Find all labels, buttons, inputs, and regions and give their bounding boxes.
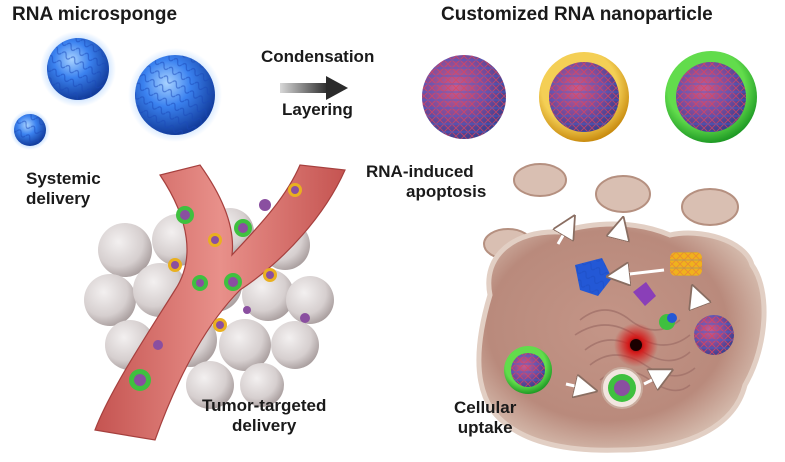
nanoparticle-green-layer xyxy=(665,51,757,143)
label-tumor-line1: Tumor-targeted xyxy=(202,396,327,415)
label-rna-induced-apoptosis: RNA-induced apoptosis xyxy=(366,162,486,201)
label-tumor-targeted-delivery: Tumor-targeted delivery xyxy=(202,396,326,435)
blood-vessel xyxy=(94,164,346,441)
microsponge-small xyxy=(10,110,50,150)
rna-microsponges xyxy=(10,31,222,150)
nucleus xyxy=(614,323,658,367)
pathway-arrow-icon xyxy=(558,220,700,390)
label-apoptosis-line1: RNA-induced xyxy=(366,162,474,181)
nanoparticle-plain xyxy=(422,55,506,139)
label-systemic-delivery-line1: Systemic xyxy=(26,169,101,188)
microsponge-large xyxy=(128,48,222,142)
released-nanoparticle-core xyxy=(694,315,734,355)
extravasated-nanoparticles xyxy=(224,268,310,323)
label-tumor-line2: delivery xyxy=(232,415,297,435)
label-apoptosis-line2: apoptosis xyxy=(406,181,487,201)
label-condensation: Condensation xyxy=(261,47,375,66)
cell xyxy=(476,220,767,453)
process-arrow-icon xyxy=(280,76,348,100)
label-cellular-uptake: Cellular uptake xyxy=(454,398,516,437)
endosome xyxy=(601,367,643,409)
label-systemic-delivery-line2: delivery xyxy=(26,188,91,208)
microsponge-medium xyxy=(40,31,116,107)
label-customized-nanoparticle: Customized RNA nanoparticle xyxy=(441,4,713,25)
label-rna-microsponge: RNA microsponge xyxy=(12,4,178,25)
cytosolic-rna-blue xyxy=(575,258,612,296)
label-uptake-line1: Cellular xyxy=(454,398,517,417)
vessel-nanoparticles xyxy=(129,183,302,391)
label-layering: Layering xyxy=(282,100,353,119)
released-rna-fragment xyxy=(633,282,677,330)
nanoparticle-yellow-layer xyxy=(539,52,629,142)
label-systemic-delivery: Systemic delivery xyxy=(26,169,101,208)
cytosolic-rna-yellow xyxy=(670,252,702,276)
incoming-nanoparticle xyxy=(504,346,552,394)
label-uptake-line2: uptake xyxy=(457,417,513,437)
